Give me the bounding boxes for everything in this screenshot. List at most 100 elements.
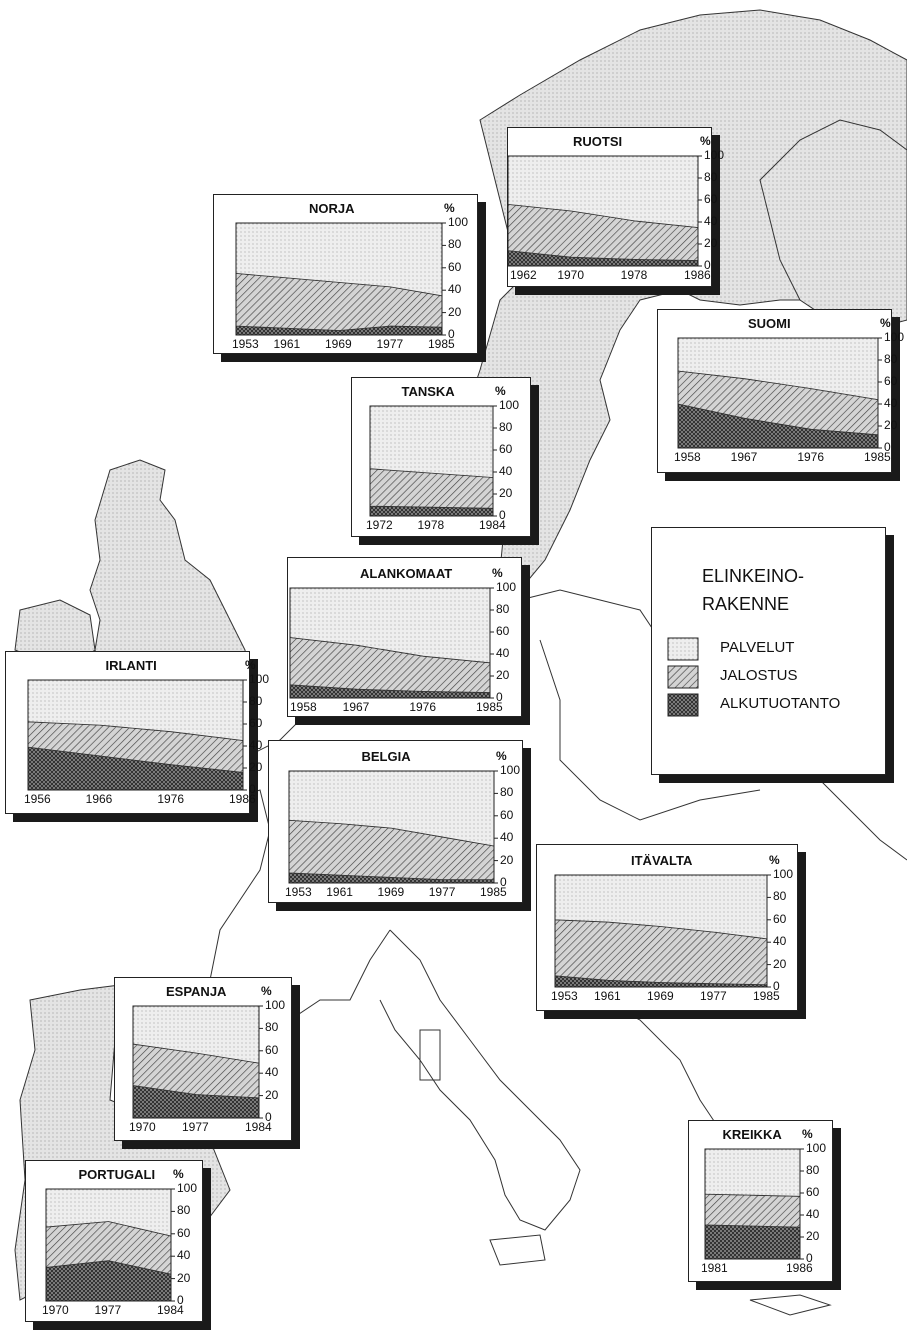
chart-plot-area (132, 1005, 263, 1119)
y-tick-label: 0 (177, 1293, 184, 1307)
chart-plot-area (677, 337, 882, 449)
y-tick-label: 60 (265, 1042, 279, 1057)
chart-title: ESPANJA (166, 984, 227, 999)
y-tick-label: 60 (773, 911, 787, 926)
legend-label-jalostus: JALOSTUS (720, 667, 798, 684)
y-tick-label: 100 (496, 580, 517, 594)
y-tick-label: 20 (500, 852, 514, 867)
legend-swatch-palvelut (667, 637, 699, 661)
y-tick-label: 100 (806, 1141, 827, 1155)
legend-swatch-jalostus (667, 665, 699, 689)
x-tick-label: 1977 (94, 1303, 122, 1317)
chart-unit-label: % (700, 134, 711, 148)
plot-frame (554, 874, 768, 988)
chart-plot-area (235, 222, 446, 336)
y-tick-label: 0 (773, 979, 780, 993)
chart-plot-area (704, 1148, 804, 1260)
y-tick-label: 60 (448, 259, 462, 274)
y-tick-label: 40 (249, 738, 263, 752)
x-tick-label: 1961 (273, 337, 301, 351)
y-tick-label: 60 (496, 624, 510, 638)
plot-frame (289, 587, 491, 699)
y-tick-label: 60 (704, 192, 718, 206)
y-tick-label: 40 (265, 1065, 279, 1080)
chart-plot-area (45, 1188, 175, 1302)
x-tick-label: 1958 (290, 700, 317, 714)
y-tick-label: 100 (500, 763, 521, 777)
y-tick-label: 20 (499, 486, 513, 500)
legend-title-line1: ELINKEINO- (702, 566, 805, 586)
chart-title: KREIKKA (722, 1127, 782, 1142)
chart-unit-label: % (802, 1127, 813, 1141)
y-tick-label: 100 (177, 1181, 198, 1195)
chart-plot-area (369, 405, 497, 517)
plot-frame (369, 405, 494, 517)
area-alkutuotanto (704, 1224, 801, 1260)
legend-label-alkutuotanto: ALKUTUOTANTO (720, 695, 841, 712)
legend-panel: ELINKEINO- RAKENNE PALVELUT JALOSTUS ALK… (651, 527, 901, 787)
y-tick-label: 80 (177, 1203, 191, 1218)
plot-frame (45, 1188, 172, 1302)
chart-unit-label: % (492, 566, 503, 580)
plot-frame (677, 337, 879, 449)
y-tick-label: 60 (806, 1185, 820, 1199)
x-tick-label: 1985 (864, 450, 891, 464)
x-tick-label: 1978 (417, 518, 445, 532)
x-tick-label: 1978 (620, 268, 648, 282)
y-tick-label: 100 (265, 998, 286, 1012)
y-tick-label: 40 (448, 282, 462, 297)
x-tick-label: 1976 (157, 792, 185, 806)
x-tick-label: 1986 (786, 1261, 813, 1275)
x-tick-label: 1953 (551, 989, 578, 1003)
x-tick-label: 1986 (229, 792, 256, 806)
y-tick-label: 20 (448, 304, 462, 319)
x-tick-label: 1977 (182, 1120, 209, 1134)
y-tick-label: 100 (499, 398, 520, 412)
y-tick-label: 0 (499, 508, 506, 522)
y-tick-label: 100 (249, 672, 270, 686)
plot-frame (288, 770, 495, 884)
y-tick-label: 80 (773, 889, 787, 904)
x-tick-label: 1969 (647, 989, 674, 1003)
sicily-outline (489, 1234, 546, 1266)
chart-unit-label: % (444, 201, 455, 215)
y-tick-label: 40 (496, 646, 510, 660)
plot-frame (27, 679, 244, 791)
chart-plot-area (289, 587, 494, 699)
chart-unit-label: % (261, 984, 272, 998)
y-tick-label: 0 (496, 690, 503, 704)
y-tick-label: 20 (704, 236, 718, 250)
x-tick-label: 1967 (730, 450, 758, 464)
y-tick-label: 100 (704, 148, 725, 162)
x-tick-label: 1961 (326, 885, 353, 899)
x-tick-label: 1985 (480, 885, 507, 899)
area-palvelut (369, 405, 494, 478)
y-tick-label: 40 (806, 1207, 820, 1221)
y-tick-label: 20 (496, 668, 510, 682)
x-tick-label: 1953 (285, 885, 312, 899)
y-tick-label: 60 (500, 807, 514, 822)
chart-title: ALANKOMAAT (360, 566, 453, 581)
x-tick-label: 1970 (129, 1120, 156, 1134)
y-tick-label: 80 (806, 1163, 820, 1177)
y-tick-label: 0 (265, 1110, 272, 1124)
x-tick-label: 1969 (377, 885, 405, 899)
chart-title: BELGIA (361, 749, 411, 764)
x-tick-label: 1961 (594, 989, 621, 1003)
x-tick-label: 1958 (674, 450, 701, 464)
y-tick-label: 80 (265, 1020, 279, 1035)
legend-title-line2: RAKENNE (702, 594, 790, 614)
